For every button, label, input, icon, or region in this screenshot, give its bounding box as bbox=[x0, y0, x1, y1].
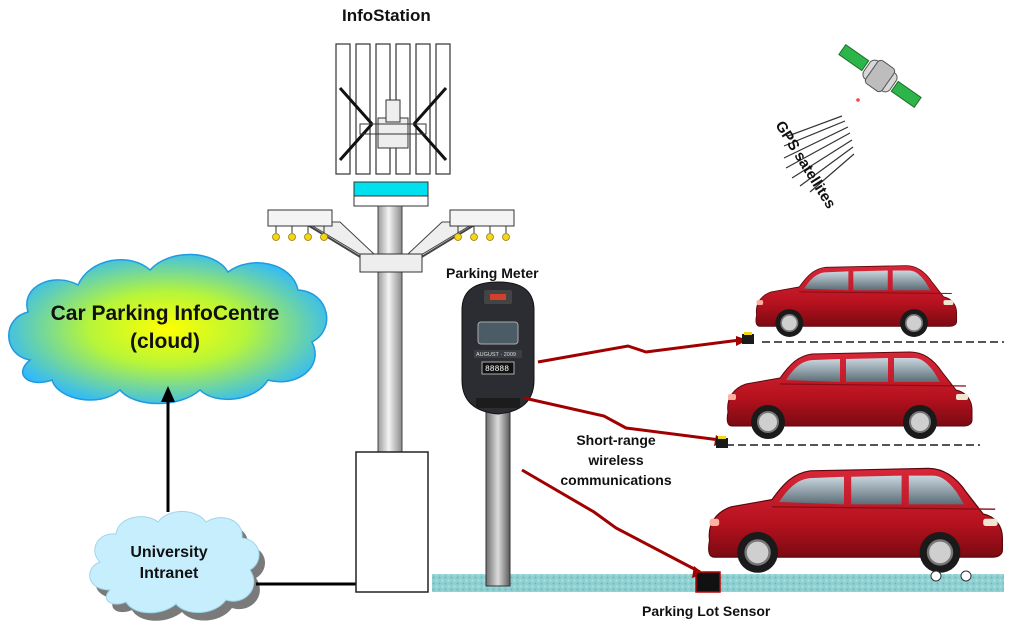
cloud-icon bbox=[8, 253, 328, 405]
satellite-beam bbox=[783, 115, 855, 193]
wireless-label-line2: wireless bbox=[588, 452, 644, 468]
wireless-label: Short-range wireless communications bbox=[546, 430, 686, 490]
cloud-title-line1: Car Parking InfoCentre bbox=[50, 302, 280, 325]
sensor-icon bbox=[716, 436, 728, 448]
wireless-label-line3: communications bbox=[560, 472, 672, 488]
infostation-icon bbox=[267, 43, 515, 593]
sensor-icon bbox=[742, 332, 754, 344]
intranet-label: University Intranet bbox=[104, 542, 234, 584]
car-icon bbox=[755, 264, 958, 338]
intranet-label-line2: Intranet bbox=[139, 565, 199, 582]
cloud-title: Car Parking InfoCentre (cloud) bbox=[30, 300, 300, 356]
satellite-icon bbox=[838, 44, 922, 108]
parking-lot-sensor-label: Parking Lot Sensor bbox=[642, 603, 771, 619]
intranet-label-line1: University bbox=[130, 544, 208, 561]
sensor-icon bbox=[695, 571, 721, 593]
parking-meter-icon bbox=[461, 281, 535, 587]
parking-meter-label: Parking Meter bbox=[446, 265, 539, 281]
car-icon bbox=[726, 351, 973, 440]
intranet-cloud-icon bbox=[89, 511, 266, 621]
cloud-title-line2: (cloud) bbox=[130, 330, 200, 353]
infostation-label: InfoStation bbox=[342, 6, 431, 25]
wireless-link-bolts bbox=[521, 338, 741, 574]
meter-brand-text: AUGUST · 2009 bbox=[476, 352, 516, 358]
wireless-label-line1: Short-range bbox=[576, 432, 656, 448]
meter-digits-text: 88888 bbox=[485, 365, 509, 374]
car-icon bbox=[707, 467, 1004, 574]
